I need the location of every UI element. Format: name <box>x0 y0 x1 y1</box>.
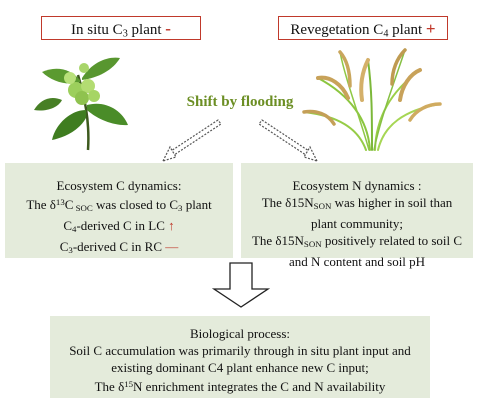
plus-sign: + <box>425 19 436 38</box>
up-arrow-icon: ↑ <box>168 218 175 234</box>
ecosystem-c-panel: Ecosystem C dynamics: The δ13C SOC was c… <box>5 163 233 258</box>
c-panel-heading: Ecosystem C dynamics: <box>56 178 182 193</box>
bio-panel-line-2: existing dominant C4 plant enhance new C… <box>111 360 369 375</box>
in-situ-c3-title: In situ C3 plant - <box>41 16 201 40</box>
ecosystem-n-panel: Ecosystem N dynamics : The δ15NSON was h… <box>241 163 473 269</box>
bio-panel-line-3: The δ15N enrichment integrates the C and… <box>94 378 386 394</box>
shift-arrow-right <box>258 119 319 162</box>
c4-grass-icon <box>302 48 442 151</box>
c-panel-line-3: C3-derived C in RC — <box>59 239 179 256</box>
biological-process-panel: Biological process: Soil C accumulation … <box>50 316 430 398</box>
bio-panel-heading: Biological process: <box>189 326 290 341</box>
down-arrow-icon <box>211 262 271 308</box>
revegetation-c4-title: Revegetation C4 plant + <box>278 16 448 40</box>
c-panel-line-2: C4-derived C in LC ↑ <box>63 218 175 235</box>
n-panel-heading: Ecosystem N dynamics : <box>292 178 422 193</box>
shift-arrow-left <box>161 119 222 162</box>
n-panel-line-4: and N content and soil pH <box>288 254 426 270</box>
c-panel-line-1: The δ13C SOC was closed to C3 plant <box>26 196 212 214</box>
n-panel-line-2: plant community; <box>310 216 404 232</box>
n-panel-line-3: The δ15NSON positively related to soil C <box>251 233 463 250</box>
n-panel-line-1: The δ15NSON was higher in soil than <box>261 195 453 212</box>
minus-sign: - <box>165 19 171 38</box>
c3-plant-icon <box>34 57 128 151</box>
dash-icon: — <box>165 239 179 255</box>
bio-panel-line-1: Soil C accumulation was primarily throug… <box>69 343 411 358</box>
shift-by-flooding-label: Shift by flooding <box>186 94 294 110</box>
